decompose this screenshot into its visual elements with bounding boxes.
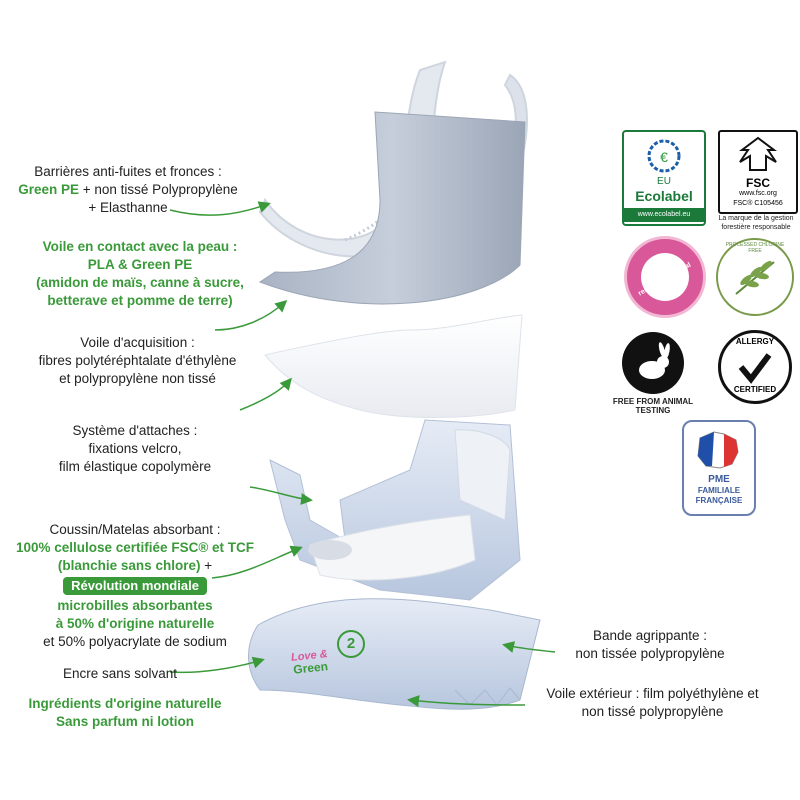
acquisition-layer bbox=[265, 315, 522, 418]
pme-line1: PME bbox=[684, 474, 754, 485]
pme-badge: PME FAMILIALE FRANÇAISE bbox=[682, 420, 756, 516]
size-number-badge: 2 bbox=[337, 630, 365, 658]
label-grip-band: Bande agrippante : non tissée polypropyl… bbox=[545, 627, 755, 663]
label-natural-ingredients: Ingrédients d'origine naturelle Sans par… bbox=[10, 695, 240, 731]
pme-line2: FAMILIALE bbox=[684, 486, 754, 495]
label-absorbent-core: Coussin/Matelas absorbant : 100% cellulo… bbox=[5, 521, 265, 651]
label-fastening: Système d'attaches : fixations velcro, f… bbox=[20, 422, 250, 476]
ecolabel-flower-icon: € bbox=[624, 136, 704, 176]
rabbit-icon bbox=[622, 332, 684, 394]
pme-line3: FRANÇAISE bbox=[684, 496, 754, 505]
france-map-icon bbox=[684, 428, 754, 472]
cruelty-free-caption: FREE FROM ANIMAL TESTING bbox=[612, 397, 694, 415]
cruelty-free-badge bbox=[622, 332, 684, 394]
label-leak-barriers: Barrières anti-fuites et fronces : Green… bbox=[8, 163, 248, 217]
eu-ecolabel-badge: € EU Ecolabel www.ecolabel.eu bbox=[622, 130, 706, 226]
chlorine-free-badge: PROCESSED CHLORINE FREE bbox=[716, 238, 794, 316]
ecolabel-name: Ecolabel bbox=[624, 188, 704, 204]
label-acquisition: Voile d'acquisition : fibres polytérépht… bbox=[0, 334, 275, 388]
svg-text:€: € bbox=[660, 149, 668, 165]
allergy-certified-badge: ALLERGY CERTIFIED bbox=[718, 330, 792, 404]
skin-contact-layer bbox=[260, 112, 525, 304]
fsc-name: FSC bbox=[720, 176, 796, 190]
fsc-url: www.fsc.org bbox=[720, 190, 796, 197]
label-skin-contact: Voile en contact avec la peau : PLA & Gr… bbox=[10, 238, 270, 310]
label-ink: Encre sans solvant bbox=[20, 665, 220, 683]
chlorine-free-text: PROCESSED CHLORINE FREE bbox=[720, 242, 790, 254]
label-outer-shell: Voile extérieur : film polyéthylène et n… bbox=[520, 685, 785, 721]
magical-tubes-badge: Protection renforcée Magical Tubes bbox=[624, 236, 706, 318]
ecolabel-url: www.ecolabel.eu bbox=[624, 208, 704, 222]
revolution-badge: Révolution mondiale bbox=[63, 577, 207, 595]
allergy-bottom-text: CERTIFIED bbox=[721, 385, 789, 394]
fsc-code: FSC® C105456 bbox=[720, 200, 796, 207]
ecolabel-eu: EU bbox=[624, 176, 704, 187]
fsc-caption: La marque de la gestion forestière respo… bbox=[712, 214, 800, 232]
fsc-tree-icon bbox=[720, 134, 796, 176]
fsc-badge: FSC www.fsc.org FSC® C105456 bbox=[718, 130, 798, 214]
